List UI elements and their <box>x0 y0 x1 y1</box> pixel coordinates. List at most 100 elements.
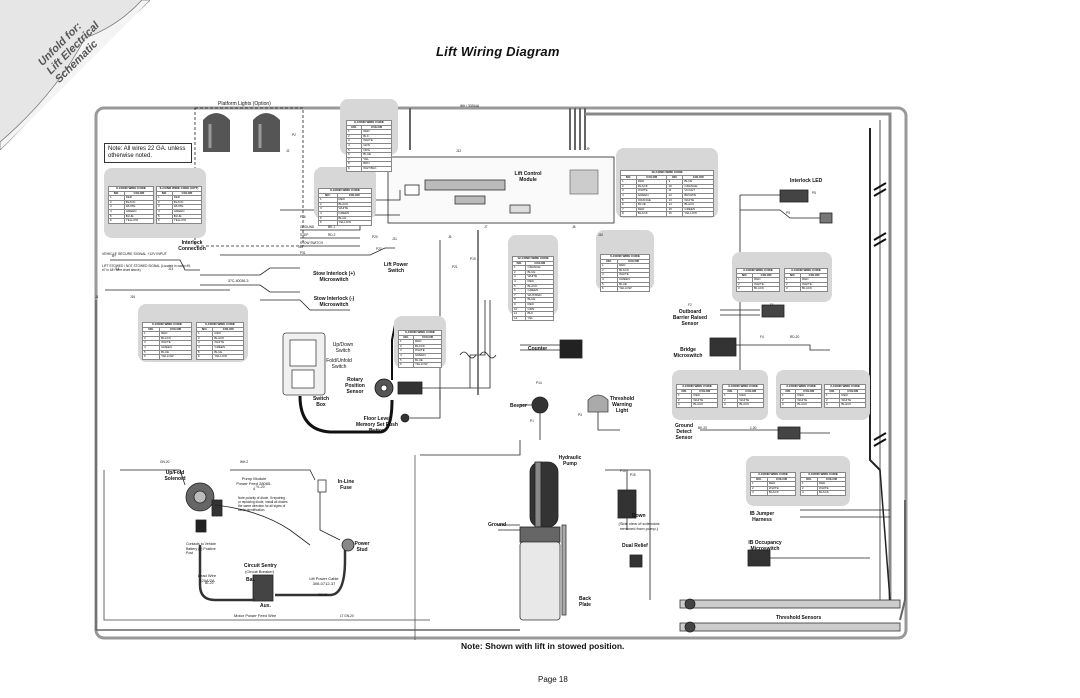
wire-table-cell: 6 <box>141 354 161 360</box>
label-bridge-microswitch: Bridge Microswitch <box>673 347 703 359</box>
wire-table-cell: YELLOW <box>212 354 244 360</box>
wire-tag: P20 <box>372 235 378 239</box>
corner-fold-tab <box>0 0 150 150</box>
label-stow-interlock-plus: Stow Interlock (+) Microswitch <box>313 271 355 283</box>
wire-table-cell: 6 <box>599 286 619 292</box>
label-lift-power-switch: Lift Power Switch <box>383 262 409 274</box>
wire-tag: LT GN-20 <box>340 614 354 618</box>
wire-table-cell: 12 <box>511 315 527 322</box>
wire-table-cell: BLACK <box>795 402 822 408</box>
wire-table-cell: YELLOW <box>336 220 373 226</box>
wire-table-cell: 6 <box>397 362 415 368</box>
label-down-note: (Side view of solenoids removed from pum… <box>618 521 660 531</box>
wire-tag: P14 <box>536 381 542 385</box>
wire-tag: J2 <box>286 149 290 153</box>
wire-table-cell: BLACK <box>737 402 764 408</box>
label-threshold-sensors: Threshold Sensors <box>776 615 822 621</box>
wire-tag: J12 <box>456 149 462 153</box>
wire-table-cell: WHT/BLK <box>361 165 392 172</box>
label-ib-jumper: IB Jumper Harness <box>749 511 775 523</box>
wire-table-cell: 3 <box>783 286 802 292</box>
label-vehicle-secure: VEHICLE SECURE SIGNAL +12V INPUT <box>102 252 167 256</box>
wire-tag: P22 <box>376 247 382 251</box>
stowed-position-note: Note: Shown with lift in stowed position… <box>461 641 625 651</box>
wire-tag: J11 <box>392 237 397 241</box>
wire-table-cell: 6 <box>108 218 125 224</box>
label-lift-stowed-signal: LIFT STOWED / NOT STOWED SIGNAL (Located… <box>102 264 191 272</box>
wire-tag: P15 <box>630 473 636 477</box>
wire-table-cell: YELLOW <box>617 286 650 292</box>
label-lead-wire: Lead Wire 120A/2A <box>197 573 217 583</box>
wire-tag: J10 <box>598 233 604 237</box>
wire-tag: P16 <box>300 215 306 219</box>
wire-table-cell: BLACK <box>816 490 847 496</box>
label-back-plate: Back Plate <box>579 596 591 608</box>
label-dual-relief: Dual Relief <box>622 543 648 549</box>
wire-tag: J6 <box>448 235 452 239</box>
label-lift-control-module: Lift Control Module <box>514 171 542 183</box>
wire-tag: STOW SWITCH <box>300 241 323 245</box>
label-diode-note: Note polarity of diode. If repairing or … <box>238 496 288 512</box>
wire-tag: BL-20 <box>205 581 214 585</box>
label-platform-lights: Platform Lights (Option) <box>218 101 271 107</box>
wire-table-cell: BLACK <box>691 402 718 408</box>
wire-table-cell: YELLOW <box>171 218 203 224</box>
label-interlock-connection: Interlock Connection <box>178 240 206 252</box>
wire-table-cell: BLACK <box>800 286 828 292</box>
wire-table-cell: BLACK <box>766 490 797 496</box>
wire-tag: J7 <box>484 225 488 229</box>
wire-table-cell: 16 <box>666 211 684 217</box>
label-inline-fuse: In-Line Fuse <box>337 479 355 491</box>
label-switch-box: Switch Box <box>312 396 330 408</box>
label-pump-module-feed: Pump Module Power Feed 28065-4 <box>236 476 272 491</box>
wire-tag: B+ <box>112 254 116 258</box>
wire-table-cell: BLACK <box>839 402 866 408</box>
label-power-stud: Power Stud <box>354 541 370 553</box>
label-motor-feed-wire: Motor Power Feed Wire <box>234 613 277 618</box>
label-rotary-sensor: Rotary Position Sensor <box>345 377 365 395</box>
label-ground: Ground <box>488 522 507 528</box>
wire-tag: STEP <box>300 233 309 237</box>
wire-table-cell: YELLOW <box>123 218 155 224</box>
label-threshold-warning-light: Threshold Warning Light <box>609 396 635 414</box>
wire-gauge-note: Note: All wires 22 GA. unless otherwise … <box>104 143 192 163</box>
wire-table-cell: 9 <box>345 165 363 172</box>
wire-table-cell: YELLOW <box>413 362 442 368</box>
wire-tag: P2 <box>292 133 296 137</box>
label-updown-switch: Up/Down Switch <box>332 342 354 354</box>
wire-tag: BK-20 <box>698 426 707 430</box>
wire-tag: P3 <box>578 413 582 417</box>
wire-tag: P9 <box>786 211 790 215</box>
label-bat: Bat. <box>246 577 256 583</box>
label-interlock-led: Interlock LED <box>790 178 823 184</box>
wire-tag: J8 <box>572 225 576 229</box>
label-updown-solenoid: Up/Fold Solenoid <box>164 470 186 482</box>
label-fold-unfold-switch: Fold/Unfold Switch <box>326 358 352 370</box>
wire-tag: GN-20 <box>160 460 170 464</box>
wire-tag: WH-2 <box>240 460 249 464</box>
wire-table-cell: 3 <box>750 490 768 496</box>
wire-table-cell: 8 <box>620 211 637 217</box>
